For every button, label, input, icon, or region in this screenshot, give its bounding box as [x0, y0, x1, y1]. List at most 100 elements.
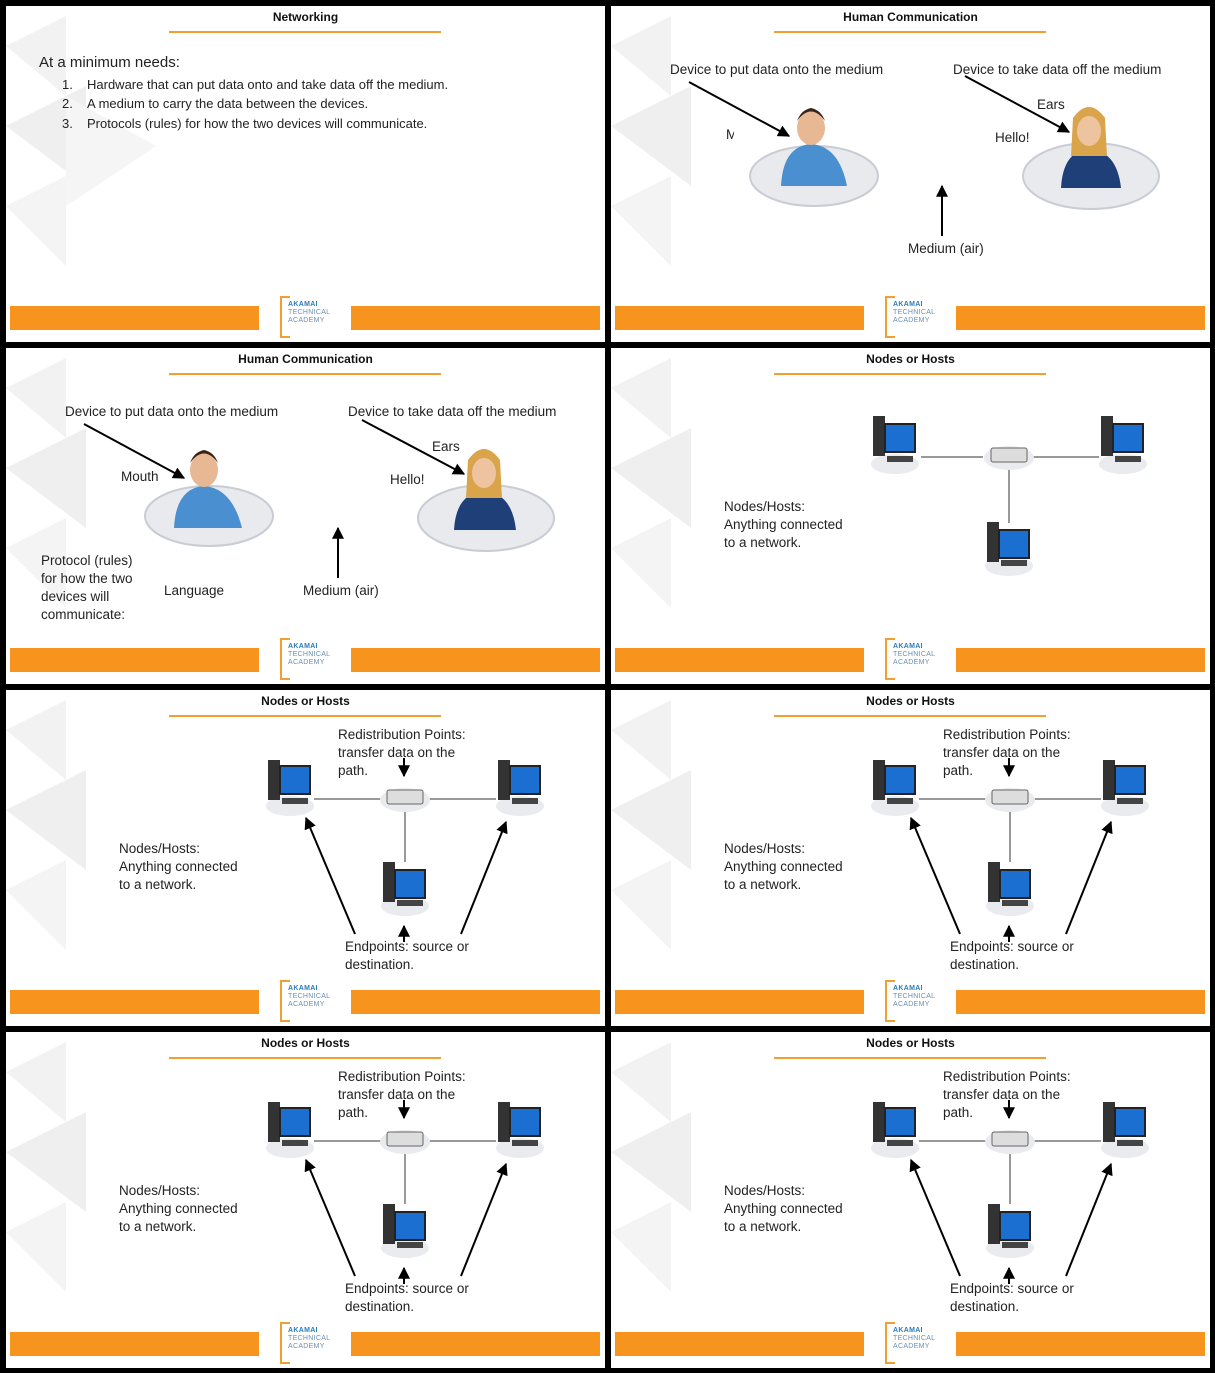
- background-pattern: [6, 700, 86, 950]
- footer-bar-right: [351, 990, 600, 1014]
- redistribution-label-line: Redistribution Points:: [338, 1069, 466, 1084]
- footer-bar-right: [956, 990, 1205, 1014]
- woman-icon: [454, 449, 516, 530]
- computer-icon: [381, 1204, 429, 1258]
- redistribution-label-line: path.: [338, 1105, 369, 1120]
- ears-label: Ears: [1037, 97, 1065, 112]
- redistribution-label-line: Redistribution Points:: [943, 1069, 1071, 1084]
- footer-bar-left: [10, 1332, 259, 1356]
- medium-label: Medium (air): [303, 583, 379, 598]
- title-underline: [169, 31, 441, 33]
- put-data-label: Device to put data onto the medium: [65, 404, 279, 419]
- footer-bar-right: [956, 1332, 1205, 1356]
- hosts-label-line: Anything connected: [119, 1201, 238, 1216]
- woman-icon: [1061, 107, 1121, 188]
- human-diagram: [83, 419, 555, 578]
- background-pattern: [6, 358, 86, 608]
- network-diagram: [871, 1100, 1149, 1284]
- hosts-label-line: Anything connected: [724, 517, 843, 532]
- hosts-label-line: Anything connected: [119, 859, 238, 874]
- background-pattern: [611, 700, 691, 950]
- list-item-number: 1.: [62, 77, 73, 92]
- slide-nodes-hosts-3[interactable]: Nodes or Hosts Nodes/Hosts: Anything con…: [611, 690, 1210, 1026]
- hosts-label-line: Nodes/Hosts:: [724, 841, 806, 856]
- take-data-label: Device to take data off the medium: [348, 404, 557, 419]
- endpoints-label-line: destination.: [950, 1299, 1020, 1314]
- switch-icon: [380, 1130, 430, 1154]
- computer-icon: [871, 416, 919, 474]
- redistribution-label-line: Redistribution Points:: [943, 727, 1071, 742]
- slide-title: Nodes or Hosts: [866, 1036, 955, 1050]
- slide-human-communication-1[interactable]: Human Communication Device to put data o…: [611, 6, 1210, 342]
- hello-label: Hello!: [995, 130, 1030, 145]
- footer-bar-right: [351, 1332, 600, 1356]
- endpoints-label-line: Endpoints: source or: [345, 939, 469, 954]
- computer-icon: [871, 1102, 919, 1158]
- hosts-label-line: to a network.: [119, 1219, 197, 1234]
- protocol-label-line: for how the two: [41, 571, 133, 586]
- slide-nodes-hosts-4[interactable]: Nodes or Hosts Nodes/Hosts: Anything con…: [6, 1032, 605, 1368]
- background-pattern: [611, 16, 691, 266]
- background-pattern: [611, 358, 691, 608]
- hosts-label-line: Nodes/Hosts:: [724, 499, 806, 514]
- footer-bar-right: [351, 306, 600, 330]
- mouth-label: Mouth: [121, 469, 159, 484]
- title-underline: [169, 1057, 441, 1059]
- list-item-number: 3.: [62, 116, 73, 131]
- slide-networking[interactable]: Networking At a minimum needs: 1. Hardwa…: [6, 6, 605, 342]
- endpoints-label-line: Endpoints: source or: [950, 939, 1074, 954]
- footer-bar-left: [10, 648, 259, 672]
- redistribution-label-line: path.: [338, 763, 369, 778]
- man-icon: [781, 108, 847, 186]
- slide-nodes-hosts-1[interactable]: Nodes or Hosts Nodes/Hosts: Anything con…: [611, 348, 1210, 684]
- title-underline: [169, 715, 441, 717]
- computer-icon: [381, 862, 429, 916]
- network-diagram: [266, 758, 544, 942]
- slide-nodes-hosts-2[interactable]: Nodes or Hosts Nodes/Hosts: Anything con…: [6, 690, 605, 1026]
- computer-icon: [1099, 416, 1147, 474]
- take-data-label: Device to take data off the medium: [953, 62, 1162, 77]
- computer-icon: [986, 862, 1034, 916]
- endpoints-label-line: destination.: [345, 1299, 415, 1314]
- medium-label: Medium (air): [908, 241, 984, 256]
- hosts-label-line: to a network.: [119, 877, 197, 892]
- hosts-label-line: Anything connected: [724, 859, 843, 874]
- title-underline: [169, 373, 441, 375]
- computer-icon: [496, 1102, 544, 1158]
- footer-bar-left: [10, 306, 259, 330]
- slide-nodes-hosts-5[interactable]: Nodes or Hosts Nodes/Hosts: Anything con…: [611, 1032, 1210, 1368]
- title-underline: [774, 715, 1046, 717]
- redistribution-label-line: transfer data on the: [943, 745, 1061, 760]
- background-pattern: [6, 1042, 86, 1292]
- redistribution-label-line: transfer data on the: [338, 745, 456, 760]
- ears-label: Ears: [432, 439, 460, 454]
- title-underline: [774, 373, 1046, 375]
- slide-title: Nodes or Hosts: [866, 352, 955, 366]
- endpoints-label-line: destination.: [950, 957, 1020, 972]
- endpoints-label-line: Endpoints: source or: [950, 1281, 1074, 1296]
- computer-icon: [871, 760, 919, 816]
- computer-icon: [985, 522, 1033, 576]
- slide-title: Networking: [272, 10, 339, 24]
- slide-human-communication-2[interactable]: Human Communication Device to put data o…: [6, 348, 605, 684]
- computer-icon: [266, 1102, 314, 1158]
- endpoints-label-line: Endpoints: source or: [345, 1281, 469, 1296]
- list-item-text: Protocols (rules) for how the two device…: [87, 116, 428, 131]
- switch-icon: [984, 446, 1034, 470]
- footer-bar-left: [10, 990, 259, 1014]
- hosts-label-line: Nodes/Hosts:: [119, 841, 201, 856]
- redistribution-label-line: transfer data on the: [943, 1087, 1061, 1102]
- footer-bar-left: [615, 306, 864, 330]
- title-underline: [774, 31, 1046, 33]
- endpoints-label-line: destination.: [345, 957, 415, 972]
- slide-title: Human Communication: [238, 352, 373, 366]
- switch-icon: [985, 788, 1035, 812]
- computer-icon: [496, 760, 544, 816]
- protocol-label-line: devices will: [41, 589, 110, 604]
- footer-bar-right: [956, 306, 1205, 330]
